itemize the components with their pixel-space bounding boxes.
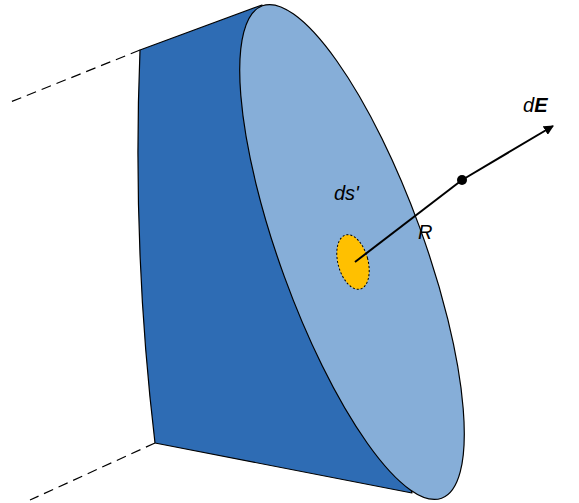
distance-label: R — [418, 222, 432, 242]
field-label: dE — [523, 95, 547, 115]
field-arrow — [462, 126, 553, 180]
distance-line — [355, 180, 462, 262]
extension-line — [30, 443, 155, 500]
extension-line — [8, 50, 140, 103]
area-element-label: ds' — [334, 183, 359, 203]
surface-element — [331, 231, 374, 293]
disk-face — [195, 0, 510, 503]
